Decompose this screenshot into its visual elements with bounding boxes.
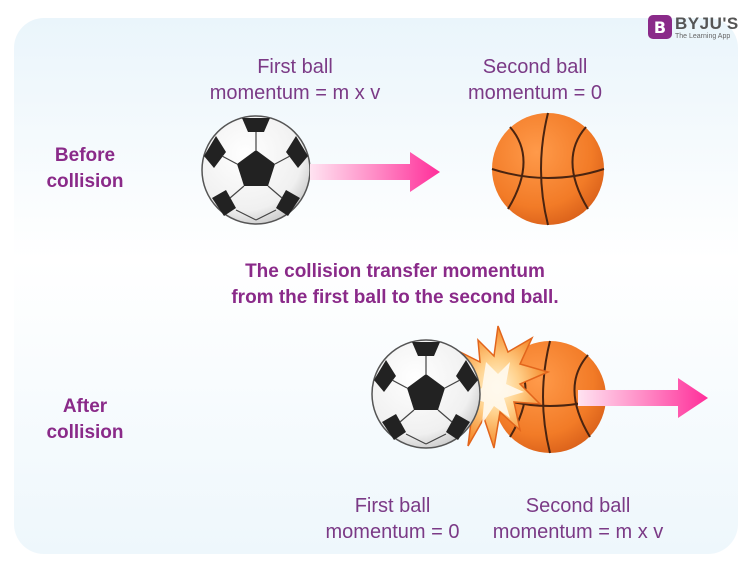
before-soccer-ball-icon bbox=[201, 115, 311, 225]
brand-text: BYJU'S The Learning App bbox=[675, 15, 739, 40]
after-first-ball-label: First ball momentum = 0 bbox=[325, 495, 460, 543]
diagram-panel bbox=[14, 18, 738, 554]
transfer-caption: The collision transfer momentum from the… bbox=[231, 261, 559, 308]
before-basketball-icon bbox=[491, 112, 605, 226]
before-arrow-right-icon bbox=[310, 152, 440, 192]
before-second-ball-label: Second ball momentum = 0 bbox=[468, 56, 602, 104]
brand-name: BYJU'S bbox=[675, 13, 739, 33]
after-soccer-ball-icon bbox=[371, 339, 481, 449]
brand-logo: B BYJU'S The Learning App bbox=[648, 12, 739, 42]
brand-tagline: The Learning App bbox=[675, 32, 731, 40]
after-collision-heading: After collision bbox=[46, 396, 124, 443]
after-second-ball-label: Second ball momentum = m x v bbox=[492, 495, 664, 543]
brand-badge-icon: B bbox=[648, 15, 672, 39]
before-first-ball-label: First ball momentum = m x v bbox=[209, 56, 381, 104]
before-collision-heading: Before collision bbox=[46, 145, 124, 192]
